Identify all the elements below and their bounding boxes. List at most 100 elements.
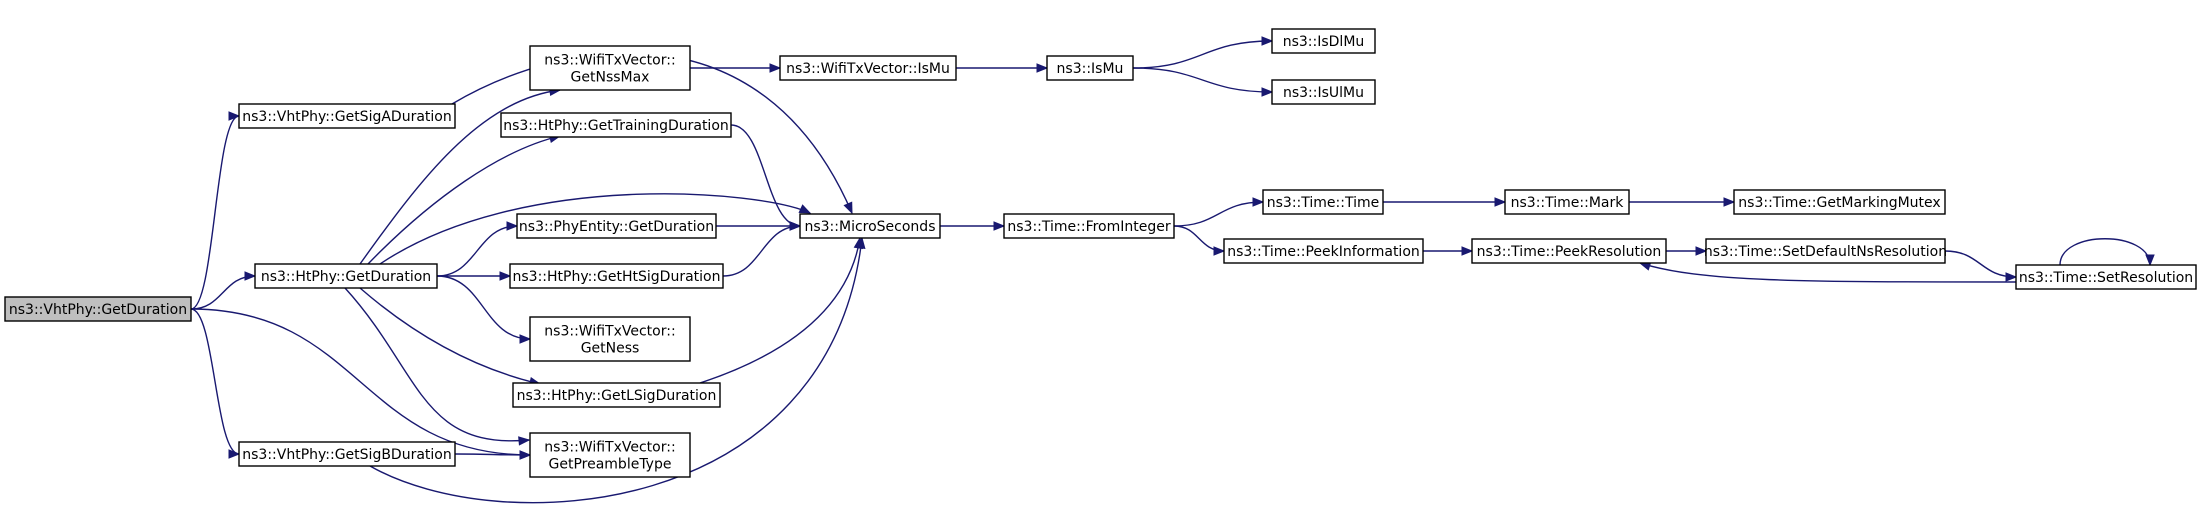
edge-arrowhead: [843, 201, 853, 215]
edge-arrowhead: [1723, 197, 1736, 207]
edge-time_mark-to-time_getmarkingmutex: [1628, 197, 1736, 207]
node-time-frominteger[interactable]: ns3::Time::FromInteger: [1003, 213, 1175, 239]
node-txv-getpreambletype[interactable]: ns3::WifiTxVector::GetPreambleType: [529, 432, 691, 478]
node-box[interactable]: [1271, 79, 1376, 105]
node-box[interactable]: [1705, 238, 1946, 264]
node-phyentity-getduration[interactable]: ns3::PhyEntity::GetDuration: [516, 213, 717, 239]
node-vht-getduration[interactable]: ns3::VhtPhy::GetDuration: [4, 296, 192, 322]
node-ht-getlsigduration[interactable]: ns3::HtPhy::GetLSigDuration: [512, 382, 721, 408]
node-box[interactable]: [512, 382, 721, 408]
edge-line: [190, 115, 240, 310]
edge-ismu-to-isulmu: [1132, 67, 1274, 97]
edge-line: [1173, 225, 1225, 252]
edge-ht_getduration-to-phyentity_getduration: [436, 221, 519, 277]
node-time-peekinformation[interactable]: ns3::Time::PeekInformation: [1223, 238, 1424, 264]
node-label: ns3::HtPhy::GetDuration: [261, 269, 431, 285]
node-box[interactable]: [1003, 213, 1175, 239]
node-ht-gettrainingduration[interactable]: ns3::HtPhy::GetTrainingDuration: [500, 112, 732, 138]
node-vht-getsigaduration[interactable]: ns3::VhtPhy::GetSigADuration: [238, 103, 456, 129]
edge-line: [730, 124, 801, 227]
edge-line: [436, 275, 531, 340]
edge-line: [436, 225, 518, 277]
node-box[interactable]: [529, 316, 691, 362]
edge-time_time-to-time_mark: [1383, 197, 1507, 207]
edge-line: [359, 287, 541, 385]
node-box[interactable]: [1046, 55, 1134, 81]
node-box[interactable]: [254, 263, 438, 289]
node-ht-gethtsigduration[interactable]: ns3::HtPhy::GetHtSigDuration: [509, 263, 724, 289]
node-label: ns3::Time::GetMarkingMutex: [1738, 195, 1940, 211]
edge-ismu-to-isdlmu: [1132, 36, 1274, 69]
node-box[interactable]: [1223, 238, 1424, 264]
node-label: ns3::WifiTxVector::: [544, 324, 675, 340]
edge-line: [1132, 40, 1273, 69]
node-label: ns3::IsDlMu: [1283, 34, 1365, 50]
edge-arrowhead: [2145, 254, 2155, 267]
node-box[interactable]: [799, 213, 941, 239]
node-label: ns3::WifiTxVector::: [544, 53, 675, 69]
node-box[interactable]: [238, 103, 456, 129]
node-txv-getnssmax[interactable]: ns3::WifiTxVector::GetNssMax: [529, 45, 691, 91]
edge-vht_getduration-to-vht_getsigbduration: [190, 308, 241, 459]
node-ht-getduration[interactable]: ns3::HtPhy::GetDuration: [254, 263, 438, 289]
edge-line: [1944, 250, 2017, 278]
node-box[interactable]: [4, 296, 192, 322]
node-box[interactable]: [1504, 189, 1630, 215]
node-label: ns3::IsMu: [1057, 61, 1124, 77]
node-box[interactable]: [2015, 264, 2197, 290]
node-box[interactable]: [529, 45, 691, 91]
node-ismu[interactable]: ns3::IsMu: [1046, 55, 1134, 81]
edge-line: [190, 308, 531, 456]
node-time-time[interactable]: ns3::Time::Time: [1262, 189, 1384, 215]
node-isulmu[interactable]: ns3::IsUlMu: [1271, 79, 1376, 105]
node-txv-ismu[interactable]: ns3::WifiTxVector::IsMu: [779, 55, 957, 81]
node-box[interactable]: [509, 263, 724, 289]
node-time-getmarkingmutex[interactable]: ns3::Time::GetMarkingMutex: [1733, 189, 1946, 215]
edge-ht_getduration-to-txv_getness: [436, 275, 532, 344]
edge-ht_getduration-to-txv_getpreambletype: [344, 287, 531, 446]
edge-arrowhead: [1213, 246, 1226, 256]
edge-arrowhead: [798, 204, 812, 214]
edge-txv_ismu-to-ismu: [956, 63, 1049, 73]
nodes-layer: ns3::VhtPhy::GetDurationns3::VhtPhy::Get…: [4, 28, 2197, 478]
edge-line: [344, 287, 530, 442]
edges-layer: [190, 36, 2155, 504]
node-label: ns3::MicroSeconds: [804, 219, 935, 235]
node-box[interactable]: [516, 213, 717, 239]
node-label: ns3::HtPhy::GetTrainingDuration: [503, 118, 729, 134]
edge-vht_getduration-to-vht_getsigaduration: [190, 111, 241, 310]
edge-ht_getduration-to-ht_getlsigduration: [359, 287, 542, 387]
node-label: GetNssMax: [571, 70, 650, 86]
node-label: ns3::Time::Time: [1267, 195, 1379, 211]
edge-arrowhead: [1695, 246, 1708, 256]
node-vht-getsigbduration[interactable]: ns3::VhtPhy::GetSigBDuration: [238, 441, 456, 467]
edge-arrowhead: [769, 63, 782, 73]
node-box[interactable]: [1271, 28, 1376, 54]
edge-time_frominteger-to-time_peekinformation: [1173, 225, 1226, 256]
node-box[interactable]: [779, 55, 957, 81]
node-box[interactable]: [1471, 238, 1667, 264]
edge-txv_getnssmax-to-txv_ismu: [690, 63, 782, 73]
node-box[interactable]: [238, 441, 456, 467]
node-box[interactable]: [1262, 189, 1384, 215]
node-time-setresolution[interactable]: ns3::Time::SetResolution: [2015, 264, 2197, 290]
edge-ht_getduration-to-ht_gethtsigduration: [437, 271, 512, 281]
edge-vht_getsigbduration-to-txv_getpreambletype: [454, 450, 532, 460]
node-label: ns3::HtPhy::GetHtSigDuration: [513, 269, 721, 285]
node-txv-getness[interactable]: ns3::WifiTxVector::GetNess: [529, 316, 691, 362]
node-box[interactable]: [529, 432, 691, 478]
node-box[interactable]: [500, 112, 732, 138]
edge-time_peekinformation-to-time_peekresolution: [1423, 246, 1474, 256]
node-label: ns3::WifiTxVector::IsMu: [786, 61, 950, 77]
edge-line: [359, 89, 561, 265]
node-time-setdefaultnsresolution[interactable]: ns3::Time::SetDefaultNsResolution: [1704, 238, 1947, 264]
edge-arrowhead: [853, 236, 864, 250]
node-microseconds[interactable]: ns3::MicroSeconds: [799, 213, 941, 239]
node-box[interactable]: [1733, 189, 1946, 215]
node-time-mark[interactable]: ns3::Time::Mark: [1504, 189, 1630, 215]
node-time-peekresolution[interactable]: ns3::Time::PeekResolution: [1471, 238, 1667, 264]
edge-arrowhead: [518, 436, 531, 446]
edge-ht_gettrainingduration-to-microseconds: [730, 124, 802, 231]
node-isdlmu[interactable]: ns3::IsDlMu: [1271, 28, 1376, 54]
